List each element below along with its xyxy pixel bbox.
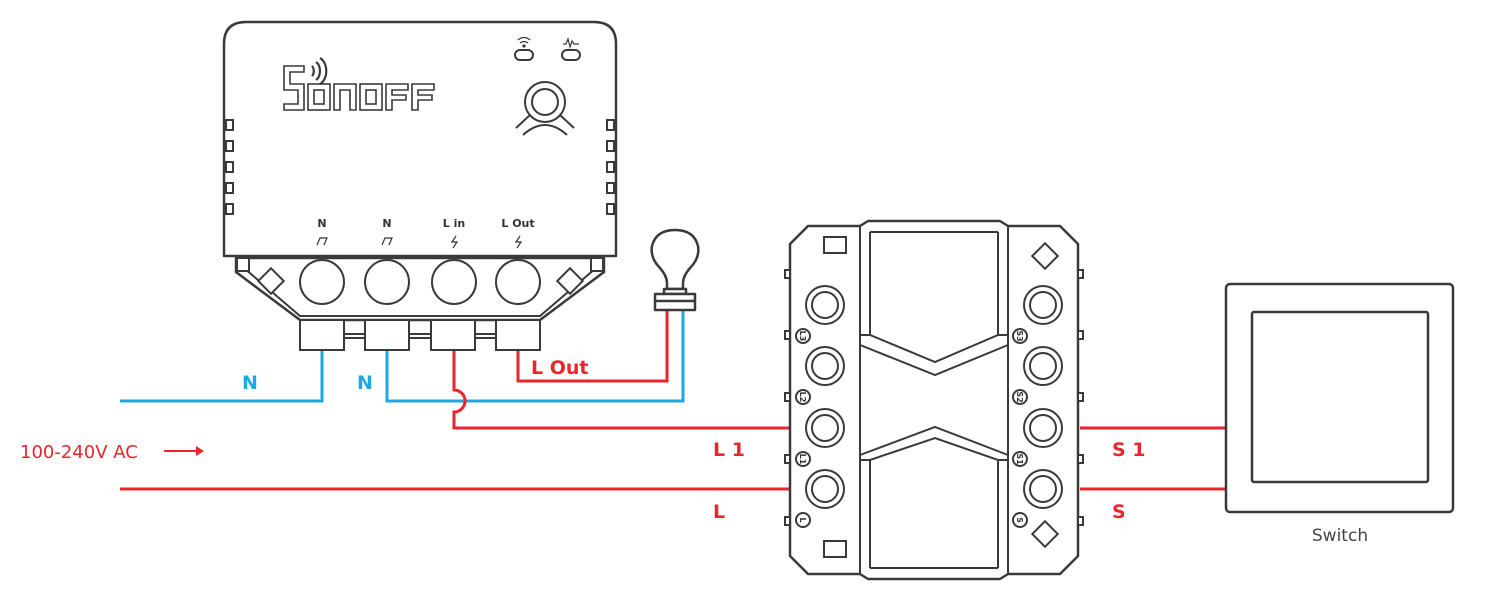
- terminal-screw-n2: [364, 259, 410, 305]
- terminal-screw-l-in: [431, 259, 477, 305]
- l-out-wire: [516, 310, 669, 383]
- wire-label-l-out: L Out: [531, 357, 588, 379]
- relay-left-tags: L3 L2 L1 L: [795, 328, 811, 528]
- live-bolt-icon: [514, 235, 523, 249]
- relay-tag-l1: L1: [798, 454, 807, 465]
- sonoff-side-vents: [225, 119, 615, 215]
- neutral-supply-wire: [120, 322, 324, 403]
- neutral-symbol-icon: [381, 237, 393, 246]
- lamp-bulb-icon: [650, 228, 700, 312]
- relay-diamond-bottom: [1030, 519, 1060, 549]
- wifi-icon: [517, 36, 531, 48]
- terminal-screw-n1: [299, 259, 345, 305]
- pairing-button: [515, 81, 575, 136]
- supply-voltage-label: 100-240V AC: [20, 442, 138, 463]
- status-led: [561, 49, 581, 61]
- relay-indicator-top: [823, 236, 847, 254]
- relay-tag-s: S: [1015, 517, 1024, 523]
- relay-module: L3 L2 L1 L S3 S2 S1 S: [784, 219, 1084, 581]
- sonoff-body: [222, 20, 618, 258]
- relay-diamond-top: [1030, 241, 1060, 271]
- relay-tag-s3: S3: [1015, 330, 1024, 341]
- sonoff-corner-block-right: [590, 257, 604, 272]
- terminal-screw-l-out: [495, 259, 541, 305]
- wall-switch: Switch: [1224, 282, 1455, 546]
- arrow-right-icon: [164, 446, 204, 456]
- terminal-label-l-in: L in: [443, 217, 465, 230]
- terminal-label-n1: N: [317, 217, 326, 230]
- relay-tag-l3: L3: [798, 331, 807, 342]
- neutral-lamp-wire: [385, 310, 685, 403]
- relay-indicator-bottom: [823, 540, 847, 558]
- wire-label-l: L: [713, 501, 725, 523]
- relay-side-tabs: [784, 269, 1084, 526]
- mount-diamond-left: [256, 266, 286, 296]
- relay-module-body: [788, 219, 1080, 581]
- relay-right-tags: S3 S2 S1 S: [1012, 328, 1028, 528]
- wire-label-s1: S 1: [1112, 439, 1146, 461]
- switch-rocker: [1250, 310, 1430, 484]
- switch-label: Switch: [1312, 526, 1368, 546]
- sonoff-device: N N L in L Out: [222, 20, 618, 351]
- relay-tag-s1: S1: [1015, 453, 1024, 465]
- wire-label-n-lamp: N: [357, 372, 373, 394]
- pulse-icon: [563, 37, 579, 50]
- sonoff-logo: [283, 57, 435, 111]
- relay-tag-l: L: [798, 517, 807, 522]
- l-in-wire: [452, 322, 790, 430]
- wire-label-s: S: [1112, 501, 1126, 523]
- wifi-led: [514, 49, 534, 61]
- live-bolt-icon: [450, 235, 459, 249]
- relay-tag-l2: L2: [798, 392, 807, 403]
- relay-tag-s2: S2: [1015, 391, 1024, 402]
- relay-left-terminals: [805, 285, 845, 509]
- sonoff-corner-block-left: [236, 257, 250, 272]
- wire-label-l1: L 1: [713, 439, 745, 461]
- relay-right-terminals: [1023, 285, 1063, 509]
- neutral-symbol-icon: [316, 237, 328, 246]
- terminal-label-l-out: L Out: [501, 217, 534, 230]
- wires: [120, 310, 1226, 491]
- wire-label-n-supply: N: [242, 372, 258, 394]
- sonoff-terminal-blocks: [299, 319, 541, 351]
- sonoff-terminal-housing: [234, 256, 606, 322]
- mount-diamond-right: [555, 266, 585, 296]
- terminal-label-n2: N: [382, 217, 391, 230]
